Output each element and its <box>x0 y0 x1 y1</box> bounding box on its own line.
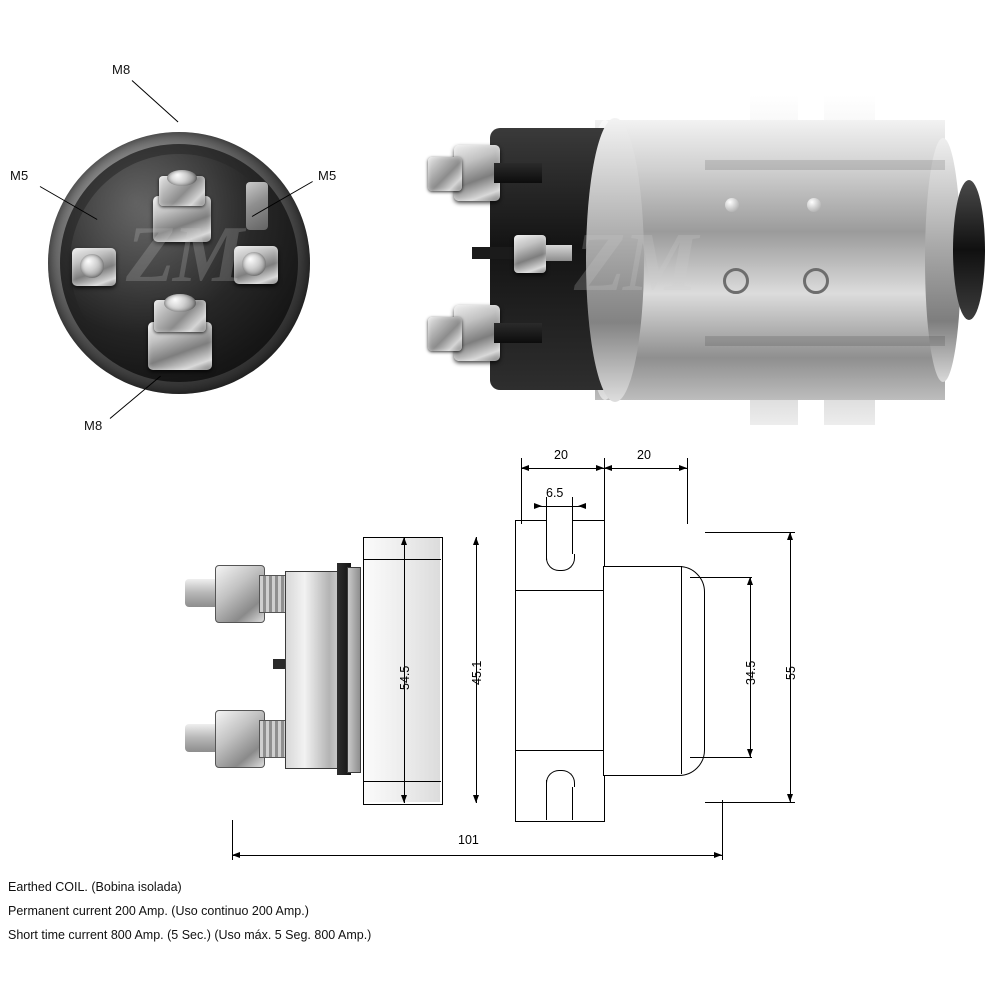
bracket-end-view-drawing <box>515 520 715 822</box>
dim-101: 101 <box>458 833 479 847</box>
side-elevation-drawing <box>185 525 443 820</box>
label-m5-right: M5 <box>318 168 337 183</box>
side-tab <box>246 182 268 230</box>
leader-m8-top <box>131 80 179 123</box>
terminal-stud-lower <box>428 297 542 369</box>
dim-34-5: 34.5 <box>744 660 758 685</box>
dim-6-5: 6.5 <box>546 486 564 500</box>
dim-20-left: 20 <box>554 448 568 462</box>
spec-line-2: Permanent current 200 Amp. (Uso continuo… <box>8 904 309 918</box>
front-view-photo: ZM <box>30 120 310 400</box>
terminal-m8-top <box>145 168 217 246</box>
dim-20-right: 20 <box>637 448 651 462</box>
bracket-inner-line-bottom <box>515 750 603 751</box>
end-view-body-outline <box>603 566 705 776</box>
dim-55: 55 <box>784 666 798 680</box>
terminal-stud-upper <box>428 137 542 209</box>
terminal-stud-middle <box>472 233 582 279</box>
label-m5-left: M5 <box>10 168 29 183</box>
elev-body-fill <box>364 538 440 802</box>
dim-54-5: 54.5 <box>398 665 412 690</box>
solenoid-body <box>585 120 961 400</box>
terminal-m5-left <box>70 240 126 292</box>
spec-line-1: Earthed COIL. (Bobina isolada) <box>8 880 182 894</box>
terminal-m5-right <box>228 238 286 292</box>
side-view-photo: ZM <box>420 85 990 430</box>
label-m8-top: M8 <box>112 62 131 77</box>
elev-terminal-lower <box>185 700 295 776</box>
elev-cap <box>285 563 367 775</box>
bracket-inner-line-top <box>515 590 603 591</box>
dim-45-1: 45.1 <box>470 660 484 685</box>
rear-gasket <box>953 180 985 320</box>
end-view-inner-wall <box>681 566 682 774</box>
elev-terminal-upper <box>185 555 295 631</box>
terminal-m8-bottom <box>142 292 222 374</box>
spec-line-3: Short time current 800 Amp. (5 Sec.) (Us… <box>8 928 372 942</box>
label-m8-bottom: M8 <box>84 418 103 433</box>
